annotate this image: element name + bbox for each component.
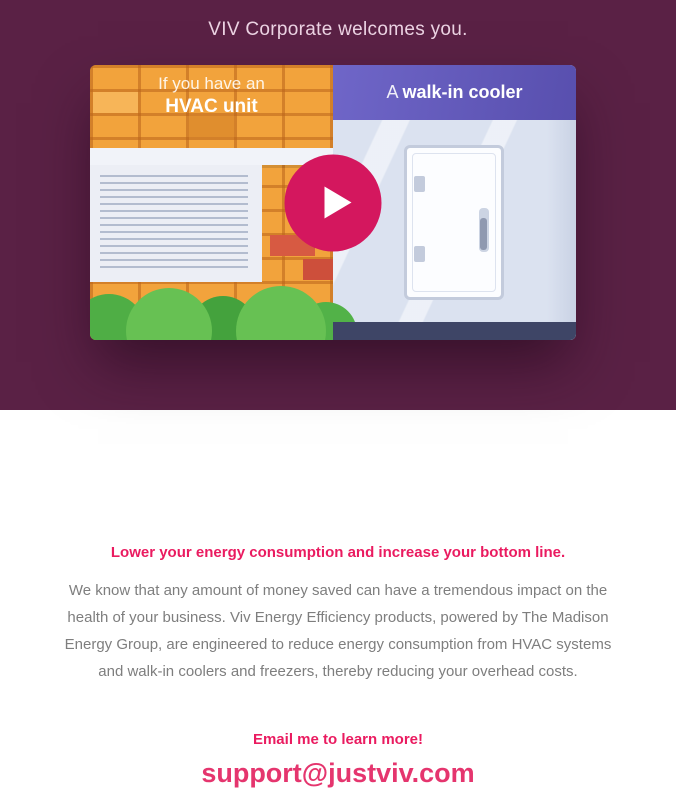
cooler-door-illustration: [404, 145, 504, 300]
left-caption: If you have an HVAC unit: [90, 73, 333, 119]
door-hinge: [414, 246, 425, 262]
play-button[interactable]: [284, 154, 382, 251]
hero-section: VIV Corporate welcomes you. If you have …: [0, 0, 676, 410]
cta-text: Email me to learn more!: [252, 731, 424, 748]
bushes-illustration: [90, 270, 357, 340]
right-caption-bold: walk-in cooler: [402, 82, 523, 102]
content-section: Lower your energy consumption and increa…: [0, 410, 676, 789]
right-caption-band: A walk-in cooler: [333, 65, 576, 120]
left-caption-line2: HVAC unit: [165, 96, 258, 117]
brick-accent: [303, 259, 333, 280]
page-title: VIV Corporate welcomes you.: [208, 19, 468, 40]
tagline: Lower your energy consumption and increa…: [110, 544, 566, 561]
hvac-grille: [100, 175, 248, 272]
brick-accent: [189, 116, 234, 137]
brick-accent: [93, 92, 138, 113]
bush: [126, 288, 212, 340]
body-text: We know that any amount of money saved c…: [64, 582, 612, 680]
support-email-link[interactable]: support@justviv.com: [201, 758, 475, 788]
bush: [236, 286, 326, 340]
hvac-ledge: [90, 148, 333, 165]
cooler-floor: [333, 322, 576, 340]
video-thumbnail[interactable]: If you have an HVAC unit A: [90, 65, 576, 340]
cooler-wall: [333, 120, 576, 340]
play-icon: [324, 186, 352, 219]
left-caption-line1: If you have an: [158, 74, 265, 93]
hvac-unit-illustration: [90, 165, 262, 282]
right-caption-prefix: A: [386, 82, 403, 102]
door-hinge: [414, 176, 425, 192]
door-handle: [480, 218, 487, 250]
